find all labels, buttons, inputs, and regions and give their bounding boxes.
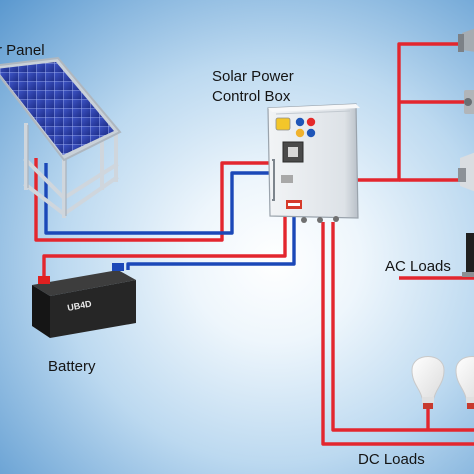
battery-label: Battery: [48, 358, 96, 375]
ceiling-fan-icon: [458, 28, 474, 52]
led-bulb-icon: [411, 356, 445, 409]
battery-positive-wire: [42, 212, 287, 278]
computer-monitor-icon: [462, 233, 474, 277]
solar-panel-label: r Panel: [0, 42, 45, 59]
tube-light-icon: [458, 152, 474, 192]
dc-loads-wire: [321, 222, 474, 446]
battery-brand-text: UB4D: [66, 298, 92, 313]
battery-negative-wire: [126, 212, 296, 270]
control-box-label-line1: Solar Power: [212, 68, 294, 85]
panel-negative-wire: [44, 163, 272, 235]
control-box-label-line2: Control Box: [212, 88, 291, 105]
led-bulb-icon-2: [455, 356, 474, 409]
ac-loads-label: AC Loads: [385, 258, 451, 275]
dc-loads-label: DC Loads: [358, 451, 425, 468]
ac-loads-wire: [356, 42, 474, 280]
control-box-icon: [267, 103, 360, 223]
solar-panel-icon: [0, 56, 122, 218]
battery-icon: UB4D: [32, 263, 136, 338]
appliance-icon: [464, 90, 474, 114]
panel-positive-wire: [34, 158, 272, 242]
